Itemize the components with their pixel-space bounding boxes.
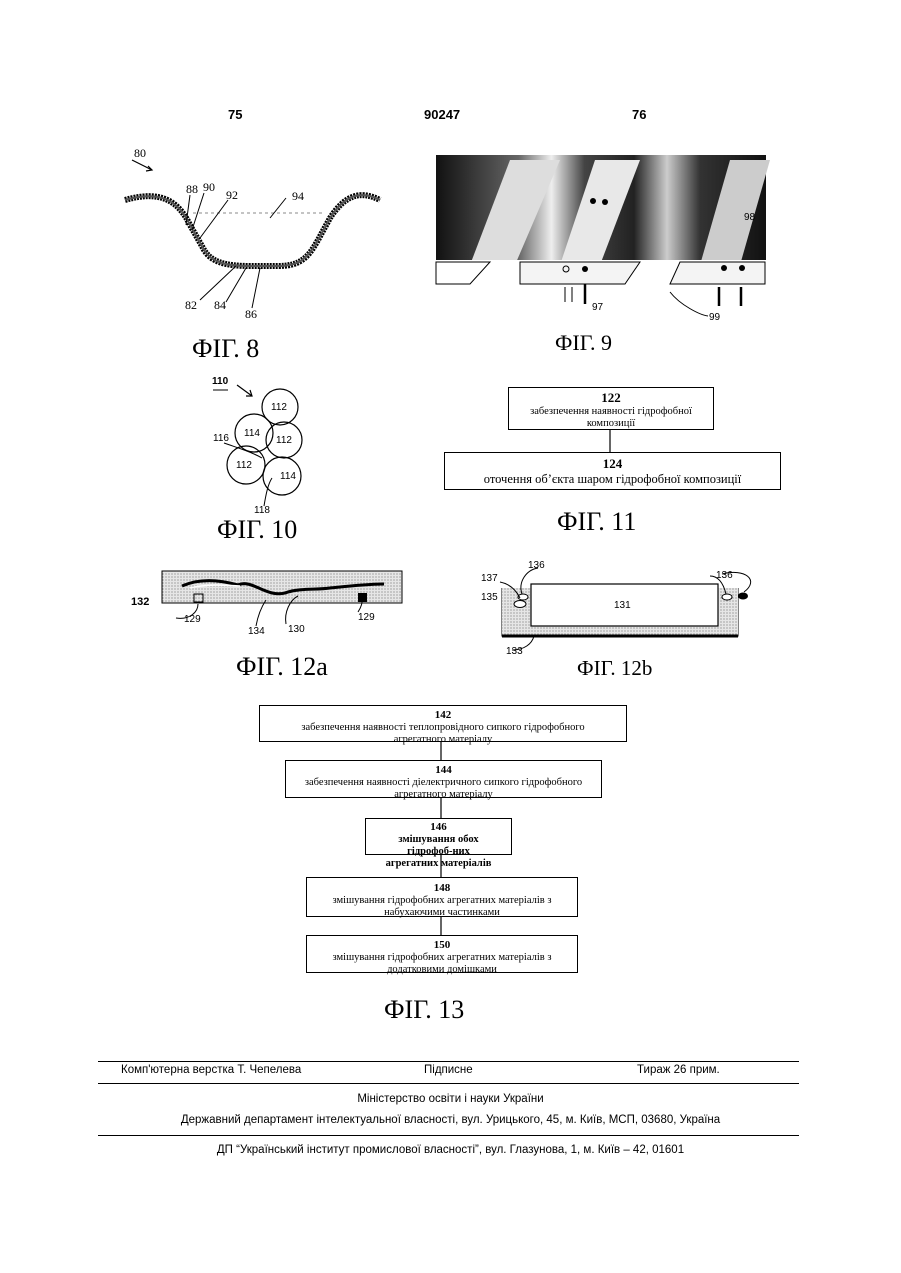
footer-rule-top bbox=[98, 1061, 799, 1062]
fig13-step-148-number: 148 bbox=[331, 882, 553, 895]
footer-print-run: Тираж 26 прим. bbox=[637, 1064, 720, 1076]
footer-rule-bottom bbox=[98, 1135, 799, 1136]
fig13-step-146: 146 змішування обох гідрофоб-них агрегат… bbox=[365, 818, 512, 855]
fig13-step-146-text: змішування обох гідрофоб-них агрегатних … bbox=[382, 834, 495, 870]
footer-layout-credit: Комп'ютерна верстка Т. Чепелева bbox=[121, 1064, 301, 1076]
footer-rule-middle bbox=[98, 1083, 799, 1084]
fig13-step-148: 148 змішування гідрофобних агрегатних ма… bbox=[306, 877, 578, 917]
fig13-step-142-text: забезпечення наявності теплопровідного с… bbox=[280, 722, 606, 746]
fig13-step-150-text: змішування гідрофобних агрегатних матері… bbox=[331, 952, 553, 976]
fig13-step-150: 150 змішування гідрофобних агрегатних ма… bbox=[306, 935, 578, 973]
fig13-step-146-number: 146 bbox=[382, 821, 495, 834]
footer-signed: Підписне bbox=[424, 1064, 473, 1076]
fig13-step-144-number: 144 bbox=[304, 764, 583, 777]
fig13-step-148-text: змішування гідрофобних агрегатних матері… bbox=[331, 895, 553, 919]
footer-institute: ДП “Український інститут промислової вла… bbox=[0, 1144, 901, 1156]
fig13-step-144: 144 забезпечення наявності діелектричног… bbox=[285, 760, 602, 798]
fig13-step-150-number: 150 bbox=[331, 939, 553, 952]
fig13-step-144-text: забезпечення наявності діелектричного си… bbox=[304, 777, 583, 801]
fig13-step-142-number: 142 bbox=[280, 709, 606, 722]
footer-department: Державний департамент інтелектуальної вл… bbox=[0, 1114, 901, 1126]
footer-ministry: Міністерство освіти і науки України bbox=[0, 1093, 901, 1105]
fig13-step-142: 142 забезпечення наявності теплопровідно… bbox=[259, 705, 627, 742]
fig13-caption: ФІГ. 13 bbox=[384, 995, 464, 1025]
